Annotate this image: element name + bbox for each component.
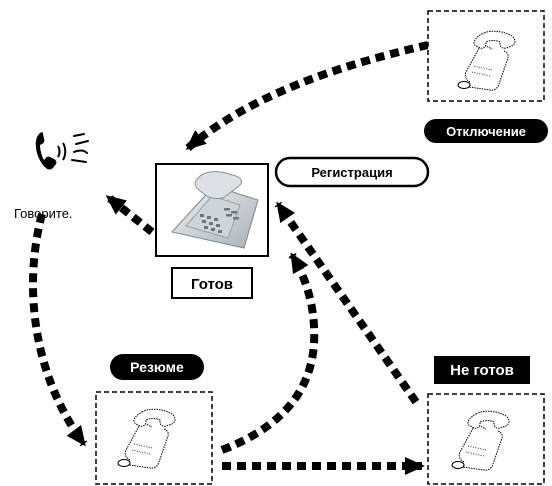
disconnect-state-box (427, 10, 545, 102)
resume-label-badge: Резюме (110, 354, 204, 380)
arrow-disconnect-to-ready (185, 41, 429, 152)
arrow-speak-to-resume (29, 212, 88, 447)
arrow-ready-to-speak (105, 193, 155, 236)
ready-state-box (155, 163, 269, 257)
arrow-resume-to-ready (220, 252, 319, 454)
not-ready-state-box (427, 393, 545, 485)
resume-state-box (95, 391, 213, 485)
desk-phone-icon (171, 171, 259, 249)
ready-label: Готов (191, 276, 233, 293)
not-ready-label: Не готов (450, 362, 514, 379)
not-ready-label-box: Не готов (434, 356, 530, 384)
ready-label-box: Готов (171, 267, 253, 299)
resume-label: Резюме (130, 359, 184, 375)
arrow-notready-to-ready (274, 201, 420, 405)
register-label-pill: Регистрация (274, 156, 430, 188)
disconnect-label: Отключение (446, 124, 526, 139)
speak-label: Говорите. (14, 206, 73, 221)
disconnect-label-badge: Отключение (424, 119, 548, 143)
register-label: Регистрация (311, 165, 392, 180)
speaking-handset-icon (35, 132, 89, 170)
